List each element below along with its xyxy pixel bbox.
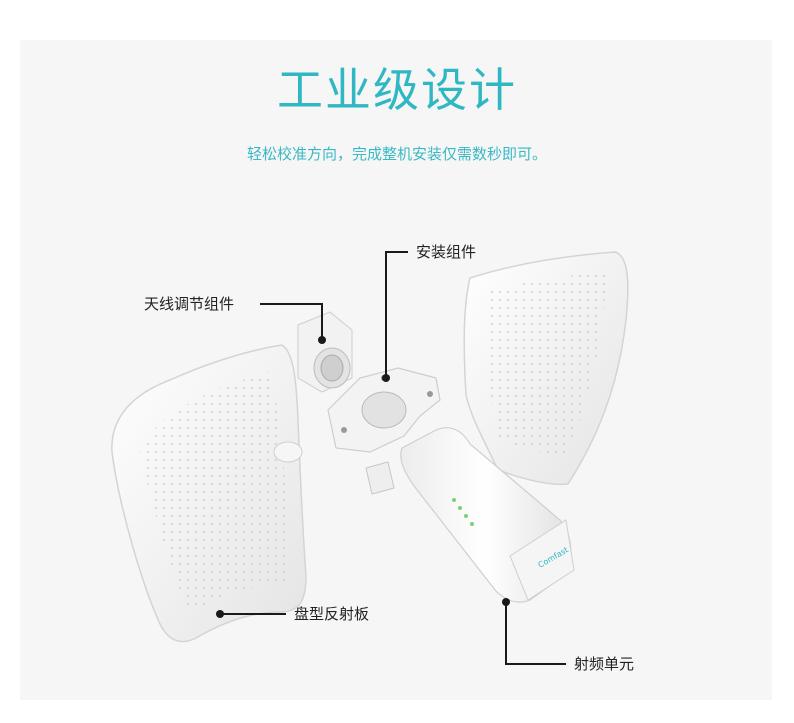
antenna-adjust-component — [297, 311, 353, 393]
label-mount-assembly: 安装组件 — [416, 243, 477, 261]
rf-unit: Comfast — [400, 427, 575, 603]
mount-assembly-component — [327, 367, 441, 495]
page-subtitle: 轻松校准方向，完成整机安装仅需数秒即可。 — [246, 145, 547, 163]
page-title: 工业级设计 — [277, 63, 517, 117]
label-rf-unit: 射频单元 — [574, 655, 635, 673]
callout-lines — [220, 251, 566, 665]
callout-dots — [216, 336, 510, 618]
left-dish-reflector — [111, 344, 307, 643]
label-dish-reflector: 盘型反射板 — [294, 605, 370, 623]
label-antenna-adjust: 天线调节组件 — [144, 295, 235, 313]
right-dish-reflector — [463, 251, 629, 486]
